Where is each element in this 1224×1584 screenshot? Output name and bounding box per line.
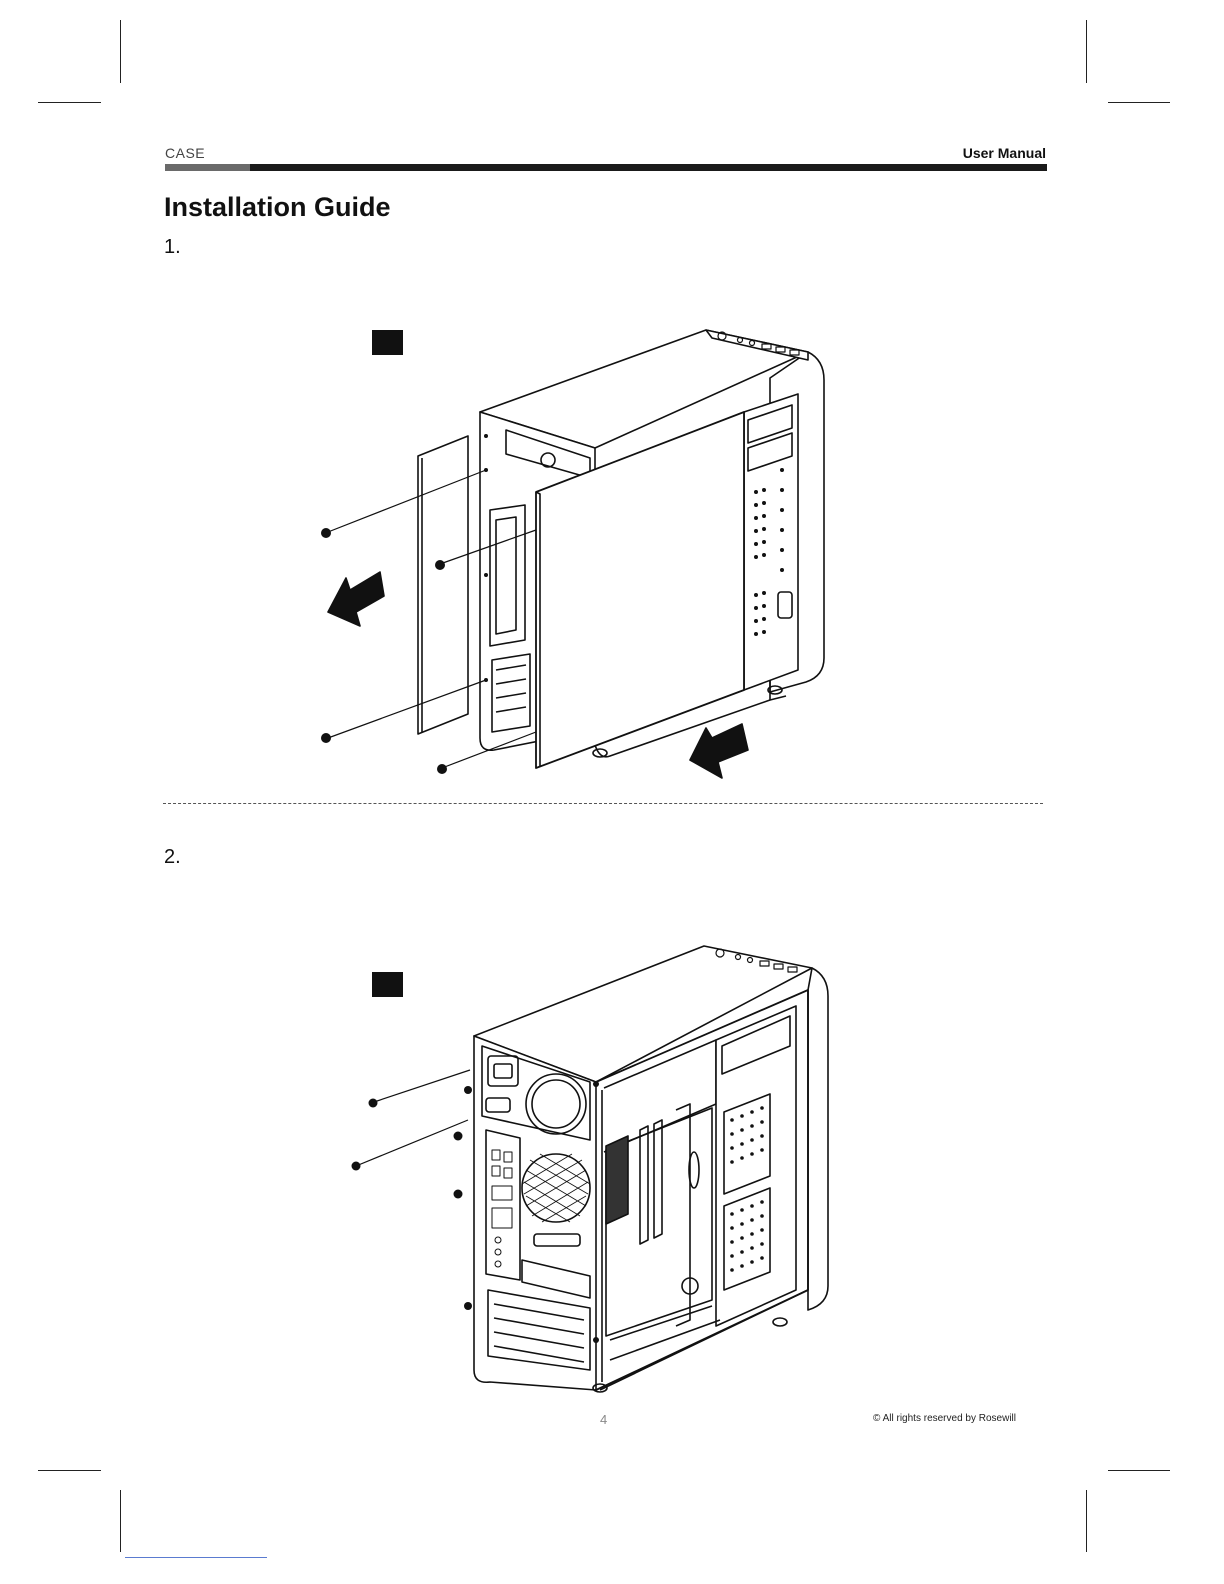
step-number-1: 1.: [164, 236, 181, 259]
header-document-title: User Manual: [963, 145, 1046, 161]
figure-remove-side-panel: [300, 320, 860, 790]
page-title: Installation Guide: [164, 192, 391, 223]
crop-mark: [1108, 102, 1170, 103]
page-number: 4: [600, 1412, 607, 1427]
step-number-2: 2.: [164, 846, 181, 869]
crop-mark: [38, 102, 101, 103]
copyright-notice: © All rights reserved by Rosewill: [873, 1413, 1016, 1424]
header-rule: [165, 164, 1047, 171]
header-rule-accent: [165, 164, 250, 171]
figure-case-interior: [340, 940, 840, 1400]
crop-mark: [1086, 1490, 1087, 1552]
crop-mark: [120, 20, 121, 83]
crop-mark: [38, 1470, 101, 1471]
section-divider: [163, 803, 1043, 804]
link-underline: [125, 1557, 267, 1558]
crop-mark: [1108, 1470, 1170, 1471]
crop-mark: [120, 1490, 121, 1552]
crop-mark: [1086, 20, 1087, 83]
header-section-label: CASE: [165, 145, 205, 161]
